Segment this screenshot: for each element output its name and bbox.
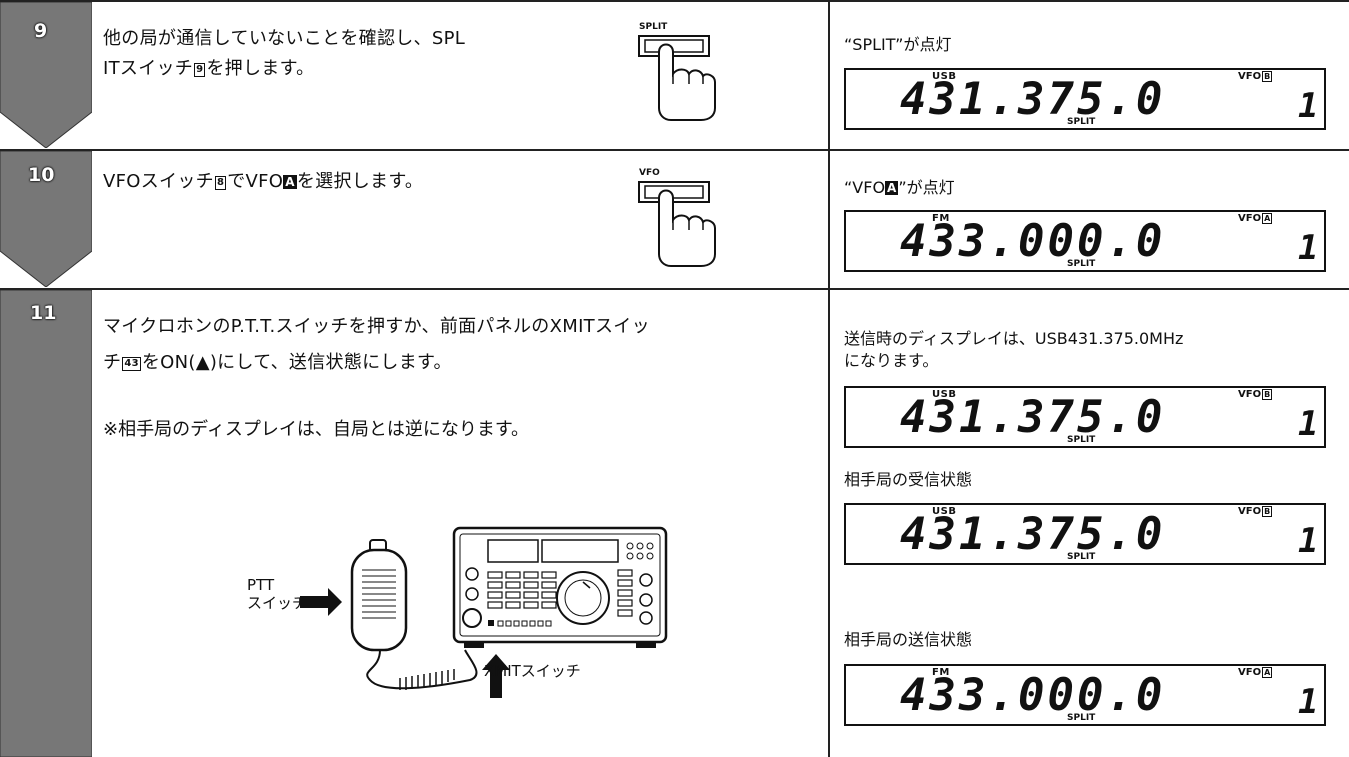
top-rule: [0, 0, 1349, 2]
finger-press-icon: [638, 181, 716, 267]
mode-indicator: USB: [932, 389, 957, 400]
channel-readout: 1: [1298, 404, 1319, 444]
split-indicator: SPLIT: [1067, 435, 1096, 445]
split-indicator: SPLIT: [1067, 259, 1096, 269]
row-divider-2: [0, 288, 1349, 290]
vfo-key-label: VFO: [639, 168, 660, 178]
channel-readout: 1: [1298, 228, 1319, 268]
channel-readout: 1: [1298, 682, 1319, 722]
key-ref-8: 8: [214, 176, 227, 190]
frequency-readout: 433.000.0: [900, 216, 1166, 267]
step-10-arrow: [0, 151, 92, 287]
channel-readout: 1: [1298, 521, 1319, 561]
step-9-number: 9: [34, 20, 48, 42]
frequency-readout: 431.375.0: [900, 509, 1166, 560]
split-indicator: SPLIT: [1067, 552, 1096, 562]
frequency-readout: 431.375.0: [900, 392, 1166, 443]
ptt-switch-label: PTT スイッチ: [247, 576, 308, 612]
step-9-caption: “SPLIT”が点灯: [844, 35, 952, 54]
channel-readout: 1: [1298, 86, 1319, 126]
vfo-key-illustration: VFO: [637, 168, 747, 268]
split-key-illustration: SPLIT: [637, 22, 747, 122]
step-11-number: 11: [30, 302, 57, 324]
mode-indicator: USB: [932, 506, 957, 517]
frequency-readout: 431.375.0: [900, 74, 1166, 125]
step-10-number: 10: [28, 164, 55, 186]
row-divider-1: [0, 149, 1349, 151]
frequency-readout: 433.000.0: [900, 670, 1166, 721]
mode-indicator: USB: [932, 71, 957, 82]
vfo-a-mark: A: [283, 175, 297, 189]
step-9-line-1: 他の局が通信していないことを確認し、SPL: [103, 28, 466, 49]
step-11-note: ※相手局のディスプレイは、自局とは逆になります。: [103, 419, 530, 440]
transceiver-microphone-illustration: [300, 526, 668, 698]
key-ref-43: 43: [122, 357, 141, 371]
key-ref-9: 9: [194, 63, 206, 77]
split-indicator: SPLIT: [1067, 117, 1096, 127]
mode-indicator: FM: [932, 213, 950, 224]
step-11-line-1: マイクロホンのP.T.T.スイッチを押すか、前面パネルのXMITスイッ: [103, 316, 650, 337]
step-9-arrow: [0, 2, 92, 148]
step-11-caption-tx: 送信時のディスプレイは、USB431.375.0MHz になります。: [844, 329, 1184, 370]
finger-press-icon: [638, 35, 716, 121]
mode-indicator: FM: [932, 667, 950, 678]
partner-transmit-caption: 相手局の送信状態: [844, 630, 973, 649]
column-divider: [828, 0, 830, 757]
split-indicator: SPLIT: [1067, 713, 1096, 723]
step-11-arrow: [0, 290, 92, 757]
partner-receive-caption: 相手局の受信状態: [844, 470, 973, 489]
split-key-label: SPLIT: [639, 22, 668, 32]
xmit-switch-label: XMITスイッチ: [484, 662, 581, 680]
